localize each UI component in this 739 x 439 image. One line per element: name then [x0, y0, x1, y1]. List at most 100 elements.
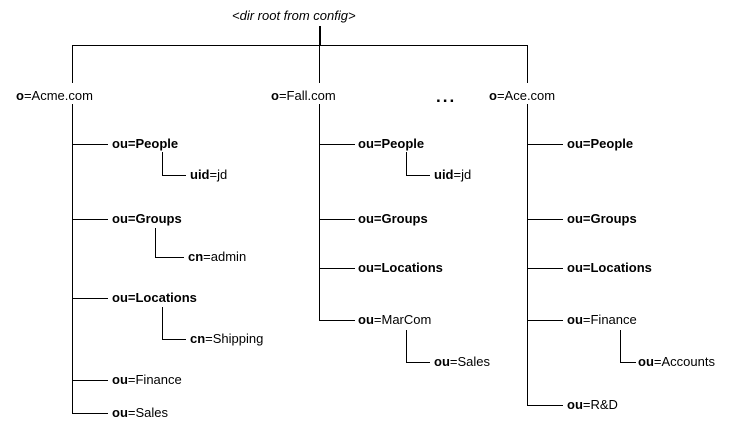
node-sep: = — [373, 260, 382, 275]
elbow-h-fall-uid — [406, 175, 430, 176]
ellipsis-more-orgs: ... — [436, 87, 457, 106]
branch-line-acme-groups — [72, 219, 108, 220]
elbow-v-ace-accounts — [620, 330, 621, 363]
node-sep: = — [653, 354, 662, 369]
node-value: People — [381, 136, 425, 151]
node-acme-cn-shipping: cn=Shipping — [190, 332, 263, 346]
node-attr: ou — [112, 136, 128, 151]
branch-line-acme-finance — [72, 380, 108, 381]
node-fall-sales: ou=Sales — [434, 355, 490, 369]
org-drop-line-2 — [319, 45, 320, 83]
branch-line-acme-people — [72, 144, 108, 145]
node-sep: = — [373, 136, 382, 151]
node-acme-finance: ou=Finance — [112, 373, 182, 387]
node-fall-people: ou=People — [358, 137, 424, 151]
node-attr: ou — [567, 397, 583, 412]
node-attr: ou — [112, 211, 128, 226]
org-sep-acme: = — [23, 88, 32, 103]
node-value: Finance — [590, 312, 637, 327]
node-value: Locations — [381, 260, 443, 275]
org-label-fall: o=Fall.com — [271, 89, 336, 103]
node-acme-cn-admin: cn=admin — [188, 250, 246, 264]
node-fall-marcom: ou=MarCom — [358, 313, 431, 327]
node-value: Shipping — [212, 331, 264, 346]
node-value: Sales — [457, 354, 491, 369]
node-fall-uid-jd: uid=jd — [434, 168, 471, 182]
org-value-ace: Ace.com — [504, 88, 556, 103]
node-value: Groups — [135, 211, 182, 226]
node-sep: = — [127, 290, 136, 305]
node-value: Locations — [590, 260, 652, 275]
node-value: Locations — [135, 290, 197, 305]
node-attr: ou — [112, 372, 128, 387]
node-value: Groups — [590, 211, 637, 226]
node-attr: cn — [190, 331, 206, 346]
node-acme-sales: ou=Sales — [112, 406, 168, 420]
node-attr: ou — [358, 260, 374, 275]
node-attr: cn — [188, 249, 204, 264]
node-sep: = — [453, 167, 462, 182]
branch-line-ace-rnd — [527, 405, 563, 406]
node-sep: = — [449, 354, 458, 369]
org-attr-ace: o — [489, 88, 497, 103]
node-ace-groups: ou=Groups — [567, 212, 637, 226]
node-attr: ou — [358, 136, 374, 151]
root-bus-line — [72, 45, 528, 46]
node-value: Groups — [381, 211, 428, 226]
node-attr: ou — [112, 290, 128, 305]
branch-line-fall-people — [319, 144, 355, 145]
elbow-h-acme-cn-admin — [155, 257, 184, 258]
node-value: People — [135, 136, 179, 151]
branch-line-ace-finance — [527, 320, 563, 321]
node-sep: = — [203, 249, 211, 264]
node-value: Accounts — [661, 354, 715, 369]
org-label-acme: o=Acme.com — [16, 89, 93, 103]
node-acme-locations: ou=Locations — [112, 291, 197, 305]
branch-line-fall-marcom — [319, 320, 355, 321]
spine-line-fall — [319, 104, 320, 321]
org-drop-line-3 — [527, 45, 528, 83]
node-value: R&D — [590, 397, 618, 412]
node-acme-groups: ou=Groups — [112, 212, 182, 226]
spine-line-ace — [527, 104, 528, 406]
node-acme-people: ou=People — [112, 137, 178, 151]
node-attr: ou — [434, 354, 450, 369]
org-label-ace: o=Ace.com — [489, 89, 555, 103]
elbow-v-acme-cn-admin — [155, 228, 156, 258]
node-attr: ou — [112, 405, 128, 420]
node-attr: ou — [567, 211, 583, 226]
node-ace-locations: ou=Locations — [567, 261, 652, 275]
branch-line-ace-locations — [527, 268, 563, 269]
node-sep: = — [582, 136, 591, 151]
org-sep-ace: = — [496, 88, 505, 103]
node-attr: ou — [567, 136, 583, 151]
org-value-acme: Acme.com — [31, 88, 93, 103]
org-drop-line-1 — [72, 45, 73, 83]
elbow-v-fall-sales — [406, 330, 407, 363]
node-sep: = — [127, 372, 136, 387]
spine-line-acme — [72, 104, 73, 414]
node-attr: ou — [358, 211, 374, 226]
node-attr: uid — [190, 167, 210, 182]
node-sep: = — [373, 211, 382, 226]
node-value: admin — [210, 249, 247, 264]
node-attr: ou — [567, 260, 583, 275]
node-sep: = — [127, 136, 136, 151]
node-value: jd — [217, 167, 228, 182]
elbow-h-acme-uid — [162, 175, 186, 176]
elbow-v-fall-uid — [406, 152, 407, 175]
node-sep: = — [373, 312, 382, 327]
node-ace-people: ou=People — [567, 137, 633, 151]
node-attr: uid — [434, 167, 454, 182]
node-ace-rnd: ou=R&D — [567, 398, 618, 412]
node-fall-groups: ou=Groups — [358, 212, 428, 226]
node-ace-accounts: ou=Accounts — [638, 355, 715, 369]
branch-line-fall-locations — [319, 268, 355, 269]
node-fall-locations: ou=Locations — [358, 261, 443, 275]
node-sep: = — [209, 167, 218, 182]
branch-line-fall-groups — [319, 219, 355, 220]
org-sep-fall: = — [278, 88, 287, 103]
branch-line-ace-groups — [527, 219, 563, 220]
branch-line-acme-sales — [72, 413, 108, 414]
